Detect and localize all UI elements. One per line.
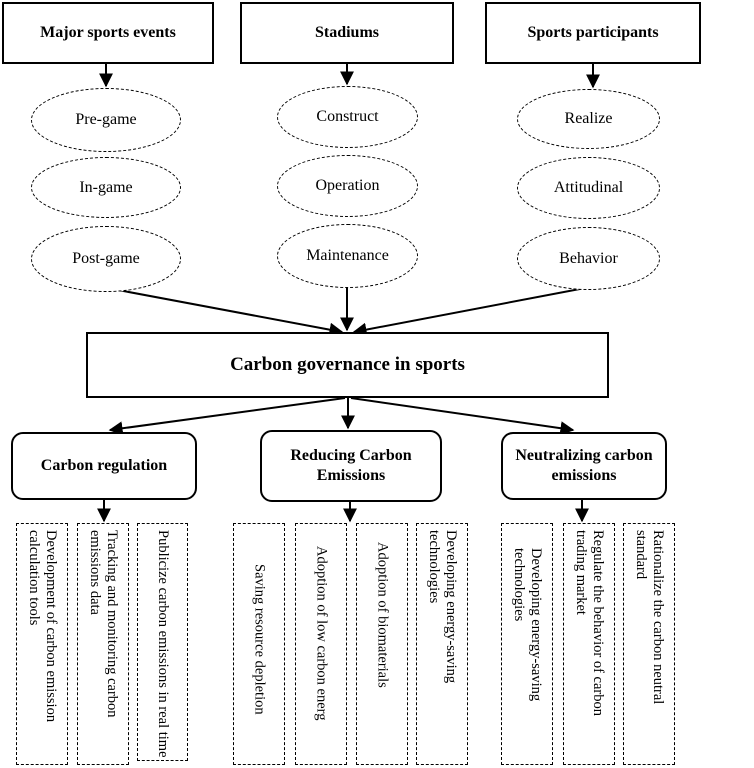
major-sports-events-box: Major sports events (2, 2, 214, 64)
measure-biomaterials: Adoption of biomaterials (356, 523, 408, 765)
phase-maintenance: Maintenance (277, 224, 418, 288)
measure-energy-saving-tech-neutralizing: Developing energy-saving technologies (501, 523, 553, 765)
arrow-central-to-regulation (108, 397, 346, 436)
phase-behavior: Behavior (517, 227, 660, 290)
phase-attitudinal: Attitudinal (517, 157, 660, 219)
stadiums-box: Stadiums (240, 2, 454, 64)
phase-pre-game: Pre-game (31, 88, 181, 152)
measure-publicize-emissions: Publicize carbon emissions in real time (137, 523, 188, 761)
phase-construct: Construct (277, 86, 418, 148)
strategy-reducing-carbon-emissions: Reducing Carbon Emissions (260, 430, 442, 502)
measure-low-carbon-energy: Adoption of low carbon energ (295, 523, 347, 765)
measure-carbon-neutral-standard: Rationalize the carbon neutral standard (623, 523, 675, 765)
sports-participants-box: Sports participants (485, 2, 701, 64)
measure-saving-resource-depletion: Saving resource depletion (233, 523, 285, 765)
arrow-central-to-neutralizing (350, 397, 575, 436)
arrow-behavior-to-central (352, 287, 586, 337)
strategy-neutralizing-carbon-emissions: Neutralizing carbon emissions (501, 432, 667, 500)
measure-energy-saving-tech-reducing: Developing energy-saving technologies (416, 523, 468, 765)
phase-post-game: Post-game (31, 226, 181, 292)
measure-carbon-trading-market: Regulate the behavior of carbon trading … (563, 523, 615, 765)
phase-in-game: In-game (31, 157, 181, 218)
arrow-postgame-to-central (117, 289, 344, 337)
phase-realize: Realize (517, 89, 660, 149)
phase-operation: Operation (277, 155, 418, 217)
measure-carbon-calculation-tools: Development of carbon emission calculati… (16, 523, 68, 765)
measure-tracking-monitoring-data: Tracking and monitoring carbon emissions… (77, 523, 129, 765)
central-carbon-governance-box: Carbon governance in sports (86, 332, 609, 398)
strategy-carbon-regulation: Carbon regulation (11, 432, 197, 500)
